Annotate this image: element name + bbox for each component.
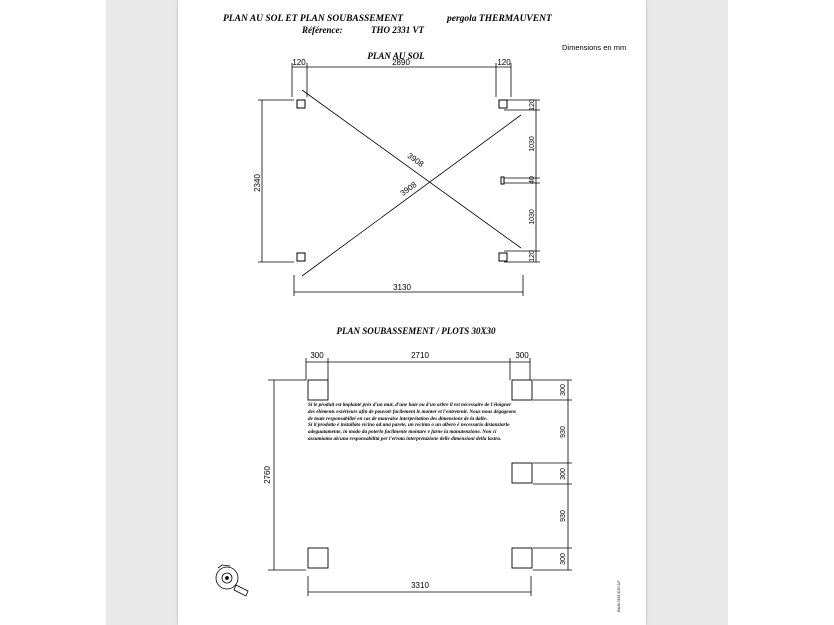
viewer-background-left [106, 0, 178, 625]
plot-top-right [511, 379, 533, 401]
plan-soubassement-dim-top-left: 300 [310, 351, 324, 360]
right-margin [728, 0, 834, 625]
plan-soubassement-title: PLAN SOUBASSEMENT / PLOTS 30X30 [336, 326, 496, 336]
technical-drawing: PLAN AU SOL ET PLAN SOUBASSEMENT pergola… [215, 14, 626, 612]
reference-value: THO 2331 VT [371, 25, 425, 35]
plan-sol-dim-top-middle: 2890 [392, 58, 410, 67]
reference-label: Référence: [301, 25, 342, 35]
installation-note: Si le produit est implanté près d'un mur… [308, 402, 518, 443]
plan-sol-dim-right-4: 1030 [529, 209, 536, 225]
viewer-background-right [646, 0, 728, 625]
plan-soubassement-dim-top-right: 300 [515, 351, 529, 360]
plan-sol-dim-right-2: 1030 [529, 136, 536, 152]
plan-soubassement-dimension-lines [268, 358, 572, 596]
plan-sol-dim-left: 2340 [253, 174, 262, 192]
product-name: pergola THERMAUVENT [446, 14, 553, 24]
tape-measure-icon [215, 564, 249, 597]
plan-soubassement-plots [307, 379, 533, 569]
plan-sol-dimension-lines [258, 63, 540, 296]
plan-sol-dim-right-3: 40 [529, 176, 536, 184]
plan-sol-title: PLAN AU SOL [367, 51, 425, 61]
post-bottom-right [498, 252, 508, 262]
post-bottom-left [296, 252, 306, 262]
plot-middle-right [511, 462, 533, 484]
plan-sol-dim-top-left: 120 [292, 58, 306, 67]
plan-soubassement-dim-right-5: 300 [560, 553, 567, 565]
document-title: PLAN AU SOL ET PLAN SOUBASSEMENT [223, 14, 404, 24]
plan-sol-dim-right-5: 120 [529, 250, 536, 262]
units-note: Dimensions en mm [562, 43, 626, 52]
plan-sol-diagonals [301, 89, 522, 277]
plan-sol-diagonal-2-label: 3908 [399, 180, 419, 198]
post-middle [500, 176, 505, 185]
post-top-left [296, 99, 306, 109]
plot-top-left [307, 379, 329, 401]
document-page: PLAN AU SOL ET PLAN SOUBASSEMENT pergola… [178, 0, 646, 625]
plan-sol-dim-top-right: 120 [497, 58, 511, 67]
plan-soubassement-dim-bottom: 3310 [411, 581, 429, 590]
plot-bottom-left [307, 547, 329, 569]
installation-note-italian: Si il prodotto è installato vicino ad un… [308, 422, 510, 442]
plan-soubassement-dim-right-1: 300 [560, 384, 567, 396]
document-side-code: BA.M.0333.3150.3.F [617, 580, 621, 611]
left-margin [0, 0, 106, 625]
installation-note-french: Si le produit est implanté près d'un mur… [308, 402, 517, 422]
post-top-right [498, 99, 508, 109]
plan-soubassement-dim-right-2: 930 [560, 426, 567, 438]
plan-soubassement-dim-right-3: 300 [560, 468, 567, 480]
plan-soubassement-dim-right-4: 930 [560, 510, 567, 522]
plan-soubassement-dim-left: 2760 [263, 466, 272, 484]
plan-sol-dim-right-1: 120 [529, 99, 536, 111]
plan-sol-dim-bottom: 3130 [393, 283, 411, 292]
plot-bottom-right [511, 547, 533, 569]
plan-soubassement-dim-top-middle: 2710 [411, 351, 429, 360]
plan-sol-posts [296, 99, 508, 262]
